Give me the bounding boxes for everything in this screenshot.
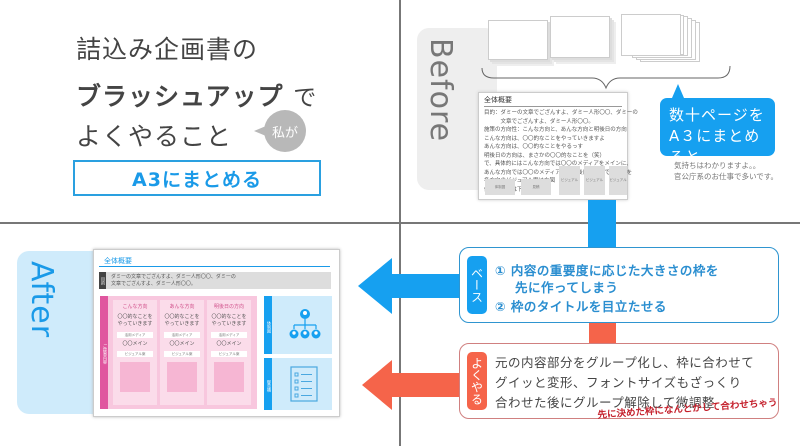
summary-box: 体制図 — [485, 179, 515, 195]
callout-line-1: 数十ページを — [669, 106, 765, 124]
summary-line: 各方向のビジュアル案は右図 — [484, 178, 555, 184]
summary-line: 目的：ダミーの文章でござんすよ、ダミー人形〇〇、ダミーの — [484, 110, 638, 116]
callout-bubble: 数十ページを A３にまとめろと — [660, 84, 775, 166]
title-underline — [99, 266, 330, 267]
base-item-1-cont: 先に作ってしまう — [515, 280, 619, 295]
after-summary-sheet: 全体概要 目的 ダミーの文章でござんすよ、ダミー人形〇〇、ダミーの文章でござんす… — [93, 249, 340, 417]
summary-line: で、具体的にはこんな方向では〇〇のメディアをメインに、 — [484, 161, 632, 167]
column-head: 明後日の方向 — [213, 304, 244, 310]
before-summary-sheet: 全体概要 目的：ダミーの文章でござんすよ、ダミー人形〇〇、ダミーの 文章でござん… — [478, 92, 638, 200]
page-sheet — [621, 14, 681, 56]
column-desc: 〇〇的なことを — [117, 314, 153, 320]
after-doc-title: 全体概要 — [104, 257, 132, 265]
org-chart-panel: 体制図 — [264, 296, 332, 354]
yokuyaru-line: グイッと変形、フォントサイズもざっくり — [495, 375, 742, 390]
page-sheet — [488, 20, 548, 60]
estimate-tag: 御見積 — [264, 358, 272, 410]
summary-line: 施策の方向性：こんな方向と、あんな方向と明後日の方向 — [484, 127, 627, 133]
base-tag: ベース — [467, 256, 487, 314]
title-suffix: で — [293, 85, 318, 111]
visual-placeholder — [120, 362, 150, 392]
proposal-panel: ご提案内容 こんな方向 〇〇的なことをやっていきます 活用メディア 〇〇メイン … — [100, 296, 257, 409]
media-label: 活用メディア — [164, 332, 200, 338]
summary-box: ビジュアル — [609, 166, 627, 195]
subtitle-box: A3にまとめる — [73, 160, 321, 196]
media-label: 活用メディア — [117, 332, 153, 338]
purpose-line: 文章でござんすよ、ダミー人形〇〇。 — [111, 280, 196, 287]
summary-box: 見積 — [521, 179, 551, 195]
checklist-icon — [290, 366, 318, 402]
title-bold: ブラッシュアップ — [76, 82, 284, 111]
column-head: こんな方向 — [122, 304, 148, 310]
callout-line-2: A３にまとめろと — [669, 127, 761, 166]
curly-brace — [481, 65, 731, 90]
note-line: 官公庁系のお仕事で多いです。 — [674, 172, 779, 181]
base-item-1: ① 内容の重要度に応じた大きさの枠を — [495, 263, 719, 278]
column-head: あんな方向 — [169, 304, 195, 310]
column-desc: やっていきます — [164, 321, 200, 327]
summary-box: ビジュアル — [559, 166, 580, 195]
title-line-2: ブラッシュアップ で — [76, 77, 317, 113]
org-chart-icon — [289, 309, 321, 339]
purpose-line: ダミーの文章でござんすよ、ダミー人形〇〇、ダミーの — [111, 274, 236, 280]
page-sheet — [550, 16, 610, 58]
media-label: 活用メディア — [211, 332, 247, 338]
proposal-tag: ご提案内容 — [100, 296, 108, 409]
title-line-1: 詰込み企画書の — [76, 35, 259, 64]
visual-label: ビジュアル案 — [164, 351, 200, 357]
summary-line: 文章でござんすよ、ダミー人形〇〇。 — [484, 118, 594, 125]
media-value: 〇〇メイン — [169, 341, 195, 347]
visual-label: ビジュアル案 — [211, 351, 247, 357]
summary-line: あんな方向では〇〇のメディアを、明後日の方向では〇〇を — [484, 169, 632, 178]
proposal-column: あんな方向 〇〇的なことをやっていきます 活用メディア 〇〇メイン ビジュアル案 — [160, 300, 204, 405]
flow-connector-blue — [588, 200, 616, 252]
column-desc: 〇〇的なことを — [164, 314, 200, 320]
summary-title: 全体概要 — [484, 95, 622, 107]
media-value: 〇〇メイン — [122, 341, 148, 347]
yokuyaru-tag: よくやる — [467, 352, 487, 410]
purpose-bar: 目的 ダミーの文章でござんすよ、ダミー人形〇〇、ダミーの文章でござんすよ、ダミー… — [99, 272, 331, 289]
purpose-tag: 目的 — [99, 272, 106, 289]
proposal-column: 明後日の方向 〇〇的なことをやっていきます 活用メディア 〇〇メイン ビジュアル… — [207, 300, 251, 405]
yokuyaru-step-box: よくやる 元の内容部分をグループ化し、枠に合わせて グイッと変形、フォントサイズ… — [459, 343, 779, 419]
summary-line: こんな方向は、〇〇的なことをやっていきますよ — [484, 135, 605, 142]
column-desc: やっていきます — [117, 321, 153, 327]
estimate-panel: 御見積 — [264, 358, 332, 410]
proposal-column: こんな方向 〇〇的なことをやっていきます 活用メディア 〇〇メイン ビジュアル案 — [113, 300, 157, 405]
quadrant-divider-horizontal — [0, 222, 800, 224]
red-arrow-left — [362, 360, 462, 410]
after-tab: After — [17, 251, 107, 414]
summary-line: 明後日の方向は、まさかの〇〇的なことを（笑） — [484, 152, 606, 159]
after-label: After — [24, 261, 59, 339]
summary-box: ビジュアル — [584, 166, 605, 195]
yokuyaru-line: 合わせた後にグループ解除して微調整 — [495, 395, 715, 410]
visual-label: ビジュアル案 — [117, 351, 153, 357]
column-desc: 〇〇的なことを — [211, 314, 247, 320]
before-label: Before — [423, 38, 458, 143]
yokuyaru-line: 元の内容部分をグループ化し、枠に合わせて — [495, 355, 755, 370]
title-line-3: よくやること — [76, 122, 233, 151]
base-step-box: ベース ① 内容の重要度に応じた大きさの枠を 先に作ってしまう ② 枠のタイトル… — [459, 247, 779, 323]
speech-bubble: 私が — [254, 110, 306, 152]
column-desc: やっていきます — [211, 321, 247, 327]
note-line: 気持ちはわかりますよ。。 — [674, 161, 761, 170]
blue-arrow-left — [358, 258, 462, 314]
base-item-2: ② 枠のタイトルを目立たせる — [495, 299, 667, 314]
before-note: 気持ちはわかりますよ。。 官公庁系のお仕事で多いです。 — [674, 160, 778, 182]
visual-placeholder — [214, 362, 244, 392]
org-tag: 体制図 — [264, 296, 272, 354]
summary-line: あんな方向は、〇〇的なことをやるっす — [484, 144, 584, 150]
media-value: 〇〇メイン — [216, 341, 242, 347]
flow-connector-red — [589, 323, 616, 345]
visual-placeholder — [167, 362, 197, 392]
